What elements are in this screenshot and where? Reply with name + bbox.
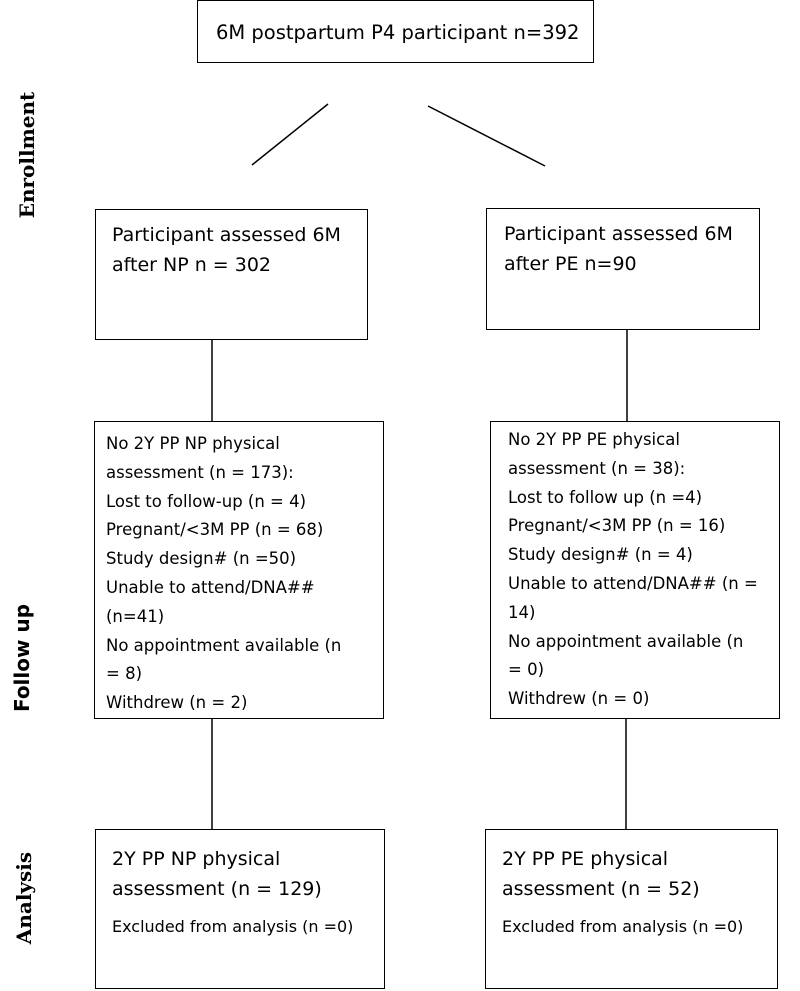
left-excluded-line: Lost to follow-up (n = 4) <box>106 491 307 511</box>
right-assessed-box: Participant assessed 6M after PE n=90 <box>486 208 760 330</box>
top-box-text: 6M postpartum P4 participant n=392 <box>216 21 580 44</box>
right-analysis-line2: assessment (n = 52) <box>502 878 700 900</box>
left-excluded-line: assessment (n = 173): <box>106 462 294 482</box>
left-excluded-line: No 2Y PP NP physical <box>106 434 280 453</box>
right-excluded-line: Unable to attend/DNA## (n = <box>508 573 758 593</box>
right-excluded-box: No 2Y PP PE physical assessment (n = 38)… <box>490 421 780 719</box>
left-excluded-line: Pregnant/<3M PP (n = 68) <box>106 520 324 540</box>
right-excluded-line: = 0) <box>508 660 545 680</box>
right-analysis-box: 2Y PP PE physical assessment (n = 52) Ex… <box>485 829 778 989</box>
left-analysis-line2: assessment (n = 129) <box>112 878 322 900</box>
right-excluded-line: Study design# (n = 4) <box>508 545 693 565</box>
left-analysis-note: Excluded from analysis (n =0) <box>112 917 354 936</box>
left-analysis-line1: 2Y PP NP physical <box>112 848 281 870</box>
stage-label-analysis: Analysis <box>12 851 36 945</box>
right-analysis-line1: 2Y PP PE physical <box>502 848 669 870</box>
right-excluded-line: No 2Y PP PE physical <box>508 430 680 449</box>
left-excluded-box: No 2Y PP NP physical assessment (n = 173… <box>94 421 384 719</box>
right-excluded-line: 14) <box>508 602 536 622</box>
left-excluded-line: Study design# (n =50) <box>106 549 297 569</box>
left-excluded-line: Withdrew (n = 2) <box>106 693 248 713</box>
right-excluded-line: assessment (n = 38): <box>508 458 686 478</box>
top-box: 6M postpartum P4 participant n=392 <box>197 0 594 63</box>
left-assessed-line2: after NP n = 302 <box>112 254 272 276</box>
right-assessed-line2: after PE n=90 <box>504 253 637 275</box>
right-excluded-line: Lost to follow up (n =4) <box>508 487 703 507</box>
left-excluded-line: (n=41) <box>106 606 165 626</box>
right-analysis-note: Excluded from analysis (n =0) <box>502 917 744 936</box>
left-excluded-line: No appointment available (n <box>106 635 342 655</box>
left-excluded-line: Unable to attend/DNA## <box>106 577 315 597</box>
connector-top-to-left <box>251 103 329 166</box>
right-assessed-line1: Participant assessed 6M <box>504 223 733 245</box>
left-excluded-line: = 8) <box>106 664 143 684</box>
connector-top-to-right <box>427 105 546 167</box>
left-assessed-line1: Participant assessed 6M <box>112 224 341 246</box>
right-excluded-line: Withdrew (n = 0) <box>508 689 650 709</box>
left-assessed-box: Participant assessed 6M after NP n = 302 <box>95 209 368 340</box>
stage-label-follow-up: Follow up <box>10 603 34 713</box>
right-excluded-line: No appointment available (n <box>508 631 744 651</box>
right-excluded-line: Pregnant/<3M PP (n = 16) <box>508 516 726 536</box>
stage-label-enrollment: Enrollment <box>15 91 39 219</box>
left-analysis-box: 2Y PP NP physical assessment (n = 129) E… <box>95 829 385 989</box>
